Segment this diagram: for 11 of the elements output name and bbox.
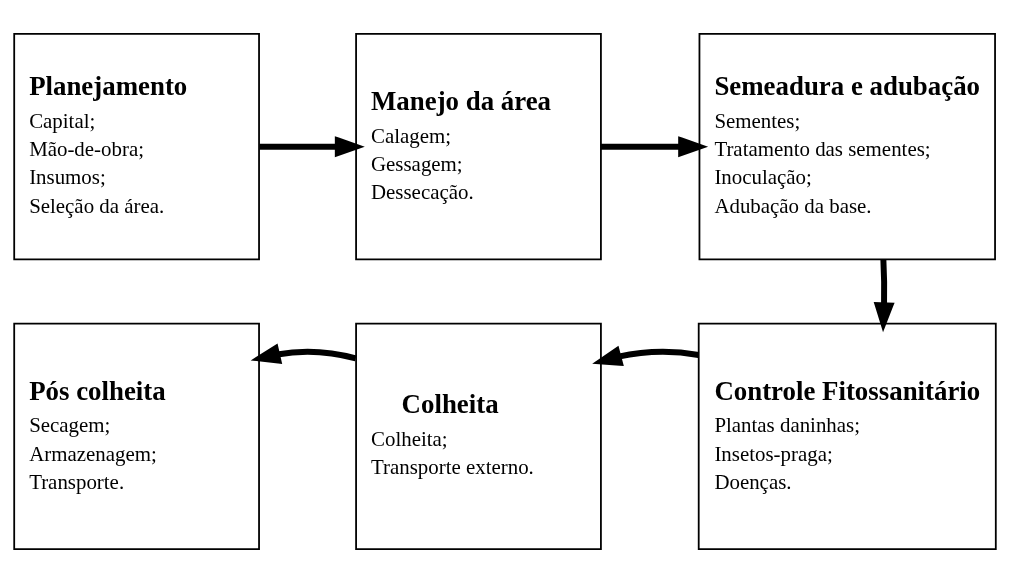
arrow bbox=[592, 345, 700, 367]
arrow bbox=[259, 136, 365, 158]
arrow bbox=[873, 259, 895, 333]
node-box: Colheita Colheita; Transporte externo. bbox=[355, 322, 602, 550]
node-box: Manejo da área Calagem; Gessagem; Dessecação. bbox=[355, 33, 602, 261]
node-box: Pós colheita Secagem; Armazenagem; Transporte. bbox=[13, 322, 260, 550]
node-box: Controle Fitossanitário Plantas daninhas; Insetos-praga; Doenças. bbox=[697, 322, 997, 550]
node-box: Semeadura e adubação Sementes; Tratamento das sementes; Inoculação; Adubação da base. bbox=[698, 33, 996, 261]
arrow bbox=[600, 136, 709, 158]
node-box: Planejamento Capital; Mão-de-obra; Insumos; Seleção da área. bbox=[13, 33, 260, 261]
arrow bbox=[250, 343, 357, 365]
